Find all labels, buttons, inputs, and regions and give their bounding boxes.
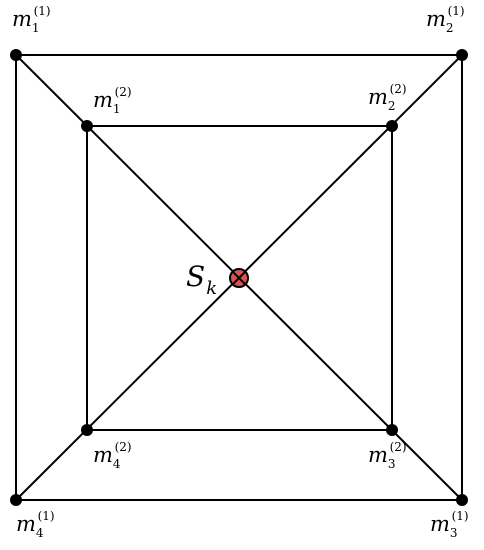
label-m3-outer: m3(1) — [430, 509, 469, 540]
center-label: Sk — [186, 260, 217, 299]
center-node-cross-b — [231, 270, 247, 286]
label-m2-inner: m2(2) — [368, 82, 407, 113]
label-m1-outer: m1(1) — [12, 4, 51, 35]
node-m3-outer — [456, 494, 468, 506]
node-m1-outer — [10, 49, 22, 61]
label-m2-outer: m2(1) — [426, 4, 465, 35]
node-m4-outer — [10, 494, 22, 506]
label-m4-outer: m4(1) — [16, 509, 55, 540]
label-m1-inner: m1(2) — [93, 85, 132, 116]
node-m3-inner — [386, 424, 398, 436]
node-m1-inner — [81, 120, 93, 132]
node-m2-outer — [456, 49, 468, 61]
node-m2-inner — [386, 120, 398, 132]
label-m3-inner: m3(2) — [368, 440, 407, 471]
center-node — [229, 268, 249, 288]
node-m4-inner — [81, 424, 93, 436]
label-m4-inner: m4(2) — [93, 440, 132, 471]
